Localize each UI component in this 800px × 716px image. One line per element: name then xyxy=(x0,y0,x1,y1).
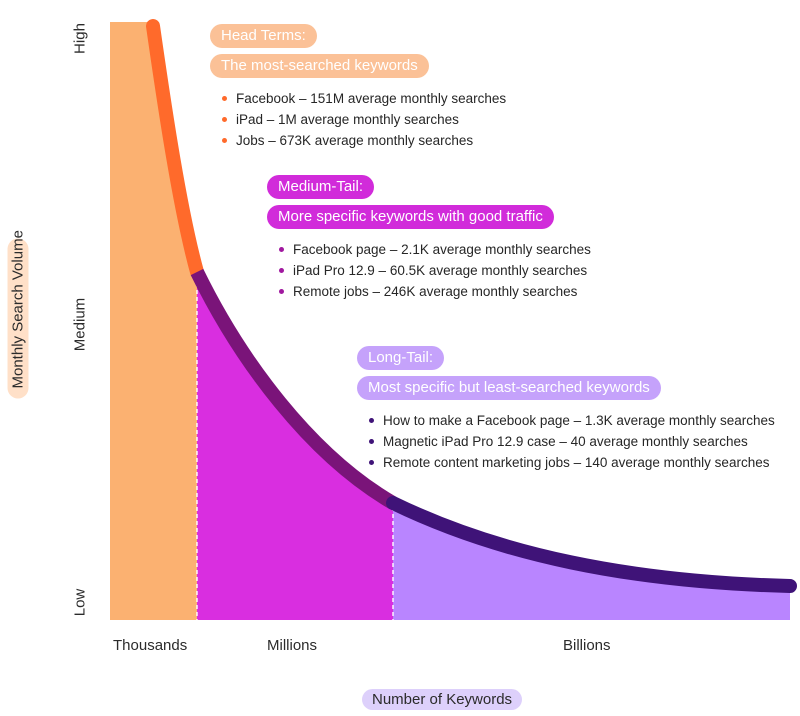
long-tail-section: Long-Tail: Most specific but least-searc… xyxy=(357,346,775,473)
list-item: iPad Pro 12.9 – 60.5K average monthly se… xyxy=(279,260,591,281)
y-axis-title: Monthly Search Volume xyxy=(7,230,29,399)
head-terms-list: Facebook – 151M average monthly searches… xyxy=(222,88,506,151)
long-tail-curve xyxy=(386,496,797,593)
medium-tail-list: Facebook page – 2.1K average monthly sea… xyxy=(279,239,591,302)
x-group-thousands: Thousands xyxy=(113,637,188,654)
long-tail-list: How to make a Facebook page – 1.3K avera… xyxy=(369,410,775,473)
long-tail-title: Long-Tail: xyxy=(357,346,445,370)
list-item: Remote jobs – 246K average monthly searc… xyxy=(279,281,591,302)
x-group-millions: Millions xyxy=(267,637,318,654)
list-item: Jobs – 673K average monthly searches xyxy=(222,130,506,151)
medium-tail-section: Medium-Tail: More specific keywords with… xyxy=(267,175,591,302)
long-tail-region xyxy=(393,503,790,620)
list-item: How to make a Facebook page – 1.3K avera… xyxy=(369,410,775,431)
medium-tail-curve xyxy=(190,268,397,510)
head-terms-section: Head Terms: The most-searched keywords F… xyxy=(210,24,506,151)
medium-tail-subtitle: More specific keywords with good traffic xyxy=(267,205,554,229)
y-level-low: Low xyxy=(71,588,89,617)
y-level-high: High xyxy=(71,23,89,54)
y-level-medium: Medium xyxy=(71,297,89,352)
head-terms-curve xyxy=(146,19,204,279)
head-terms-subtitle: The most-searched keywords xyxy=(210,54,429,78)
x-group-billions: Billions xyxy=(563,637,611,654)
head-terms-title: Head Terms: xyxy=(210,24,317,48)
list-item: Magnetic iPad Pro 12.9 case – 40 average… xyxy=(369,431,775,452)
list-item: iPad – 1M average monthly searches xyxy=(222,109,506,130)
list-item: Facebook – 151M average monthly searches xyxy=(222,88,506,109)
list-item: Remote content marketing jobs – 140 aver… xyxy=(369,452,775,473)
head-terms-region xyxy=(110,22,197,620)
medium-tail-title: Medium-Tail: xyxy=(267,175,375,199)
x-axis-title: Number of Keywords xyxy=(362,689,523,710)
long-tail-subtitle: Most specific but least-searched keyword… xyxy=(357,376,661,400)
list-item: Facebook page – 2.1K average monthly sea… xyxy=(279,239,591,260)
